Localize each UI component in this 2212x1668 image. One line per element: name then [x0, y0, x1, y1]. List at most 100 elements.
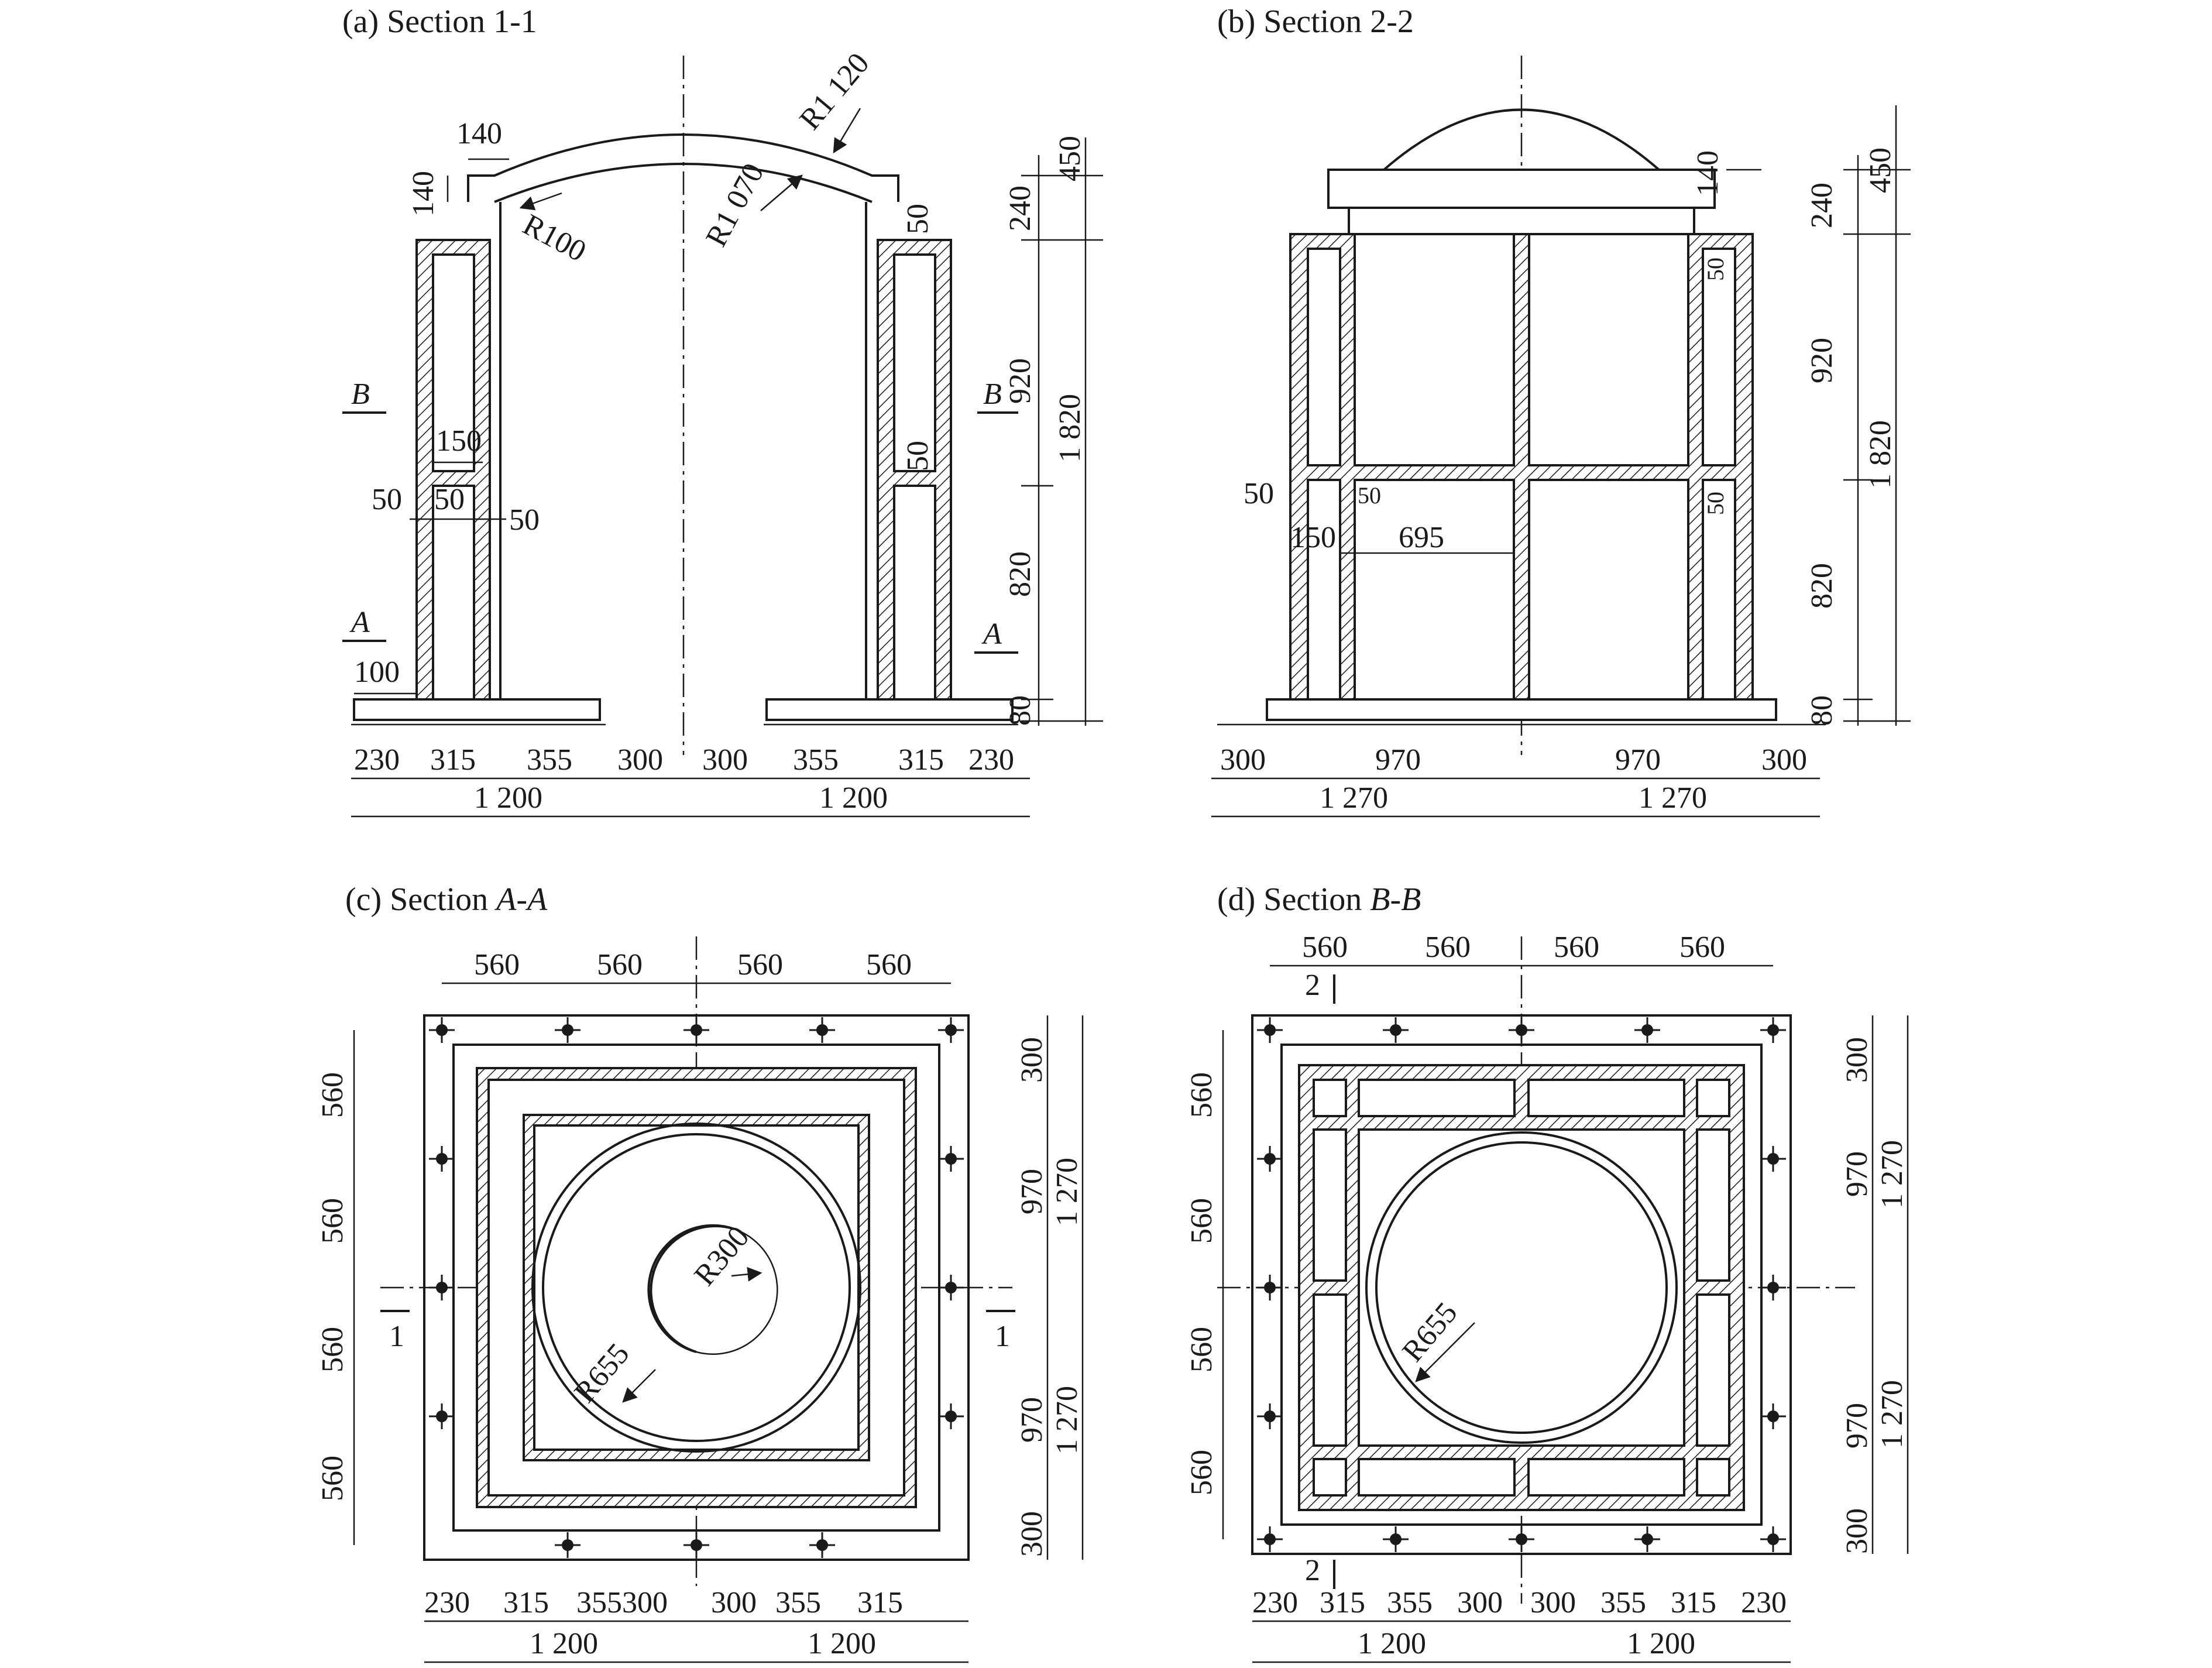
- circle-r655-outer: [531, 1123, 861, 1453]
- d-void: [1313, 1293, 1347, 1447]
- c-right-300-top: 300: [1015, 1037, 1049, 1083]
- anchor-bolt-icon: [937, 1402, 965, 1430]
- b-vdim-450: 450: [1864, 147, 1897, 193]
- anchor-bolt-icon: [937, 1274, 965, 1302]
- r1070-arrow: [760, 174, 803, 211]
- vdim-920: 920: [1004, 358, 1037, 404]
- radius-r1120-label: R1 120: [794, 47, 876, 136]
- vdim-450: 450: [1053, 136, 1087, 181]
- cut-marker-a-right: A: [981, 617, 1002, 651]
- hdim-1200-right: 1 200: [819, 781, 888, 815]
- dim-50-right-upper: 50: [1702, 258, 1729, 281]
- anchor-bolt-icon: [1256, 1402, 1284, 1430]
- dim-150: 150: [436, 424, 482, 458]
- d-left-560-3: 560: [1185, 1327, 1218, 1372]
- vdim-80: 80: [1004, 695, 1037, 726]
- d-bottom-1200-right: 1 200: [1627, 1627, 1695, 1660]
- dim-50-inner: 50: [1358, 482, 1381, 509]
- hdim-315-right: 315: [898, 743, 944, 777]
- b-vdim-920: 920: [1805, 338, 1839, 383]
- c-bottom-230: 230: [424, 1586, 470, 1619]
- d-left-560-4: 560: [1185, 1450, 1218, 1495]
- c-bottom-355: 355: [775, 1586, 821, 1619]
- d-void: [1313, 1458, 1347, 1497]
- arch-outer: [467, 133, 899, 202]
- b-hdim-300-left: 300: [1220, 743, 1266, 777]
- dim-140-side: 140: [407, 171, 440, 217]
- cut-marker-2-bottom: 2: [1305, 1554, 1320, 1587]
- d-right-1270-bottom: 1 270: [1876, 1380, 1909, 1449]
- c-top-560-4: 560: [866, 948, 912, 981]
- d-top-560-1: 560: [1302, 931, 1348, 964]
- d-void: [1313, 1079, 1347, 1117]
- d-void: [1527, 1079, 1685, 1117]
- anchor-bolt-icon: [428, 1402, 456, 1430]
- c-right-970-top: 970: [1015, 1169, 1049, 1214]
- d-void: [1696, 1458, 1730, 1497]
- hdim-300-right: 300: [702, 743, 748, 777]
- vdim-240: 240: [1004, 186, 1037, 231]
- b-hdim-970-right: 970: [1615, 743, 1661, 777]
- c-bottom-355300: 355300: [576, 1586, 668, 1619]
- d-bottom-355-right: 355: [1600, 1586, 1646, 1619]
- panel-upper-left: [1354, 233, 1515, 466]
- d-void: [1696, 1293, 1730, 1447]
- frame-right-void-upper: [1702, 248, 1736, 466]
- dim-50-left: 50: [1244, 477, 1274, 510]
- anchor-bolt-icon: [554, 1016, 582, 1044]
- c-right-1270-bottom: 1 270: [1050, 1386, 1084, 1454]
- cut-marker-1-left: 1: [389, 1320, 404, 1353]
- c-top-560-2: 560: [597, 948, 643, 981]
- dome-cap: [1383, 108, 1660, 171]
- dim-695: 695: [1399, 521, 1444, 554]
- anchor-bolt-icon: [1759, 1525, 1787, 1553]
- cut-marker-a-left: A: [349, 606, 370, 639]
- anchor-bolt-icon: [1256, 1016, 1284, 1044]
- d-bottom-300-right: 300: [1530, 1586, 1576, 1619]
- right-void-lower: [893, 485, 936, 701]
- circle-r655-inner: [542, 1133, 851, 1442]
- d-void: [1313, 1128, 1347, 1282]
- section-a-a-panel: (c) Section A-A R300 R655 1: [316, 881, 1084, 1663]
- anchor-bolt-icon: [1256, 1274, 1284, 1302]
- plate-outer: [423, 1014, 970, 1561]
- left-base-plate: [353, 698, 601, 721]
- b-hdim-1270-right: 1 270: [1639, 781, 1707, 815]
- dim-50-right-top: 50: [901, 204, 935, 234]
- section-d-title: (d) Section B-B: [1217, 881, 1421, 918]
- hdim-300-left: 300: [617, 743, 663, 777]
- anchor-bolt-icon: [1256, 1525, 1284, 1553]
- section-b-b-panel: (d) Section B-B R655: [1185, 881, 1909, 1663]
- anchor-bolt-icon: [808, 1016, 836, 1044]
- anchor-bolt-icon: [1382, 1525, 1410, 1553]
- anchor-bolt-icon: [1382, 1016, 1410, 1044]
- anchor-bolt-icon: [1633, 1525, 1661, 1553]
- section-1-1-panel: (a) Section 1-1 R100 R1 070 R1 120 140 1…: [342, 4, 1103, 818]
- d-bottom-300-left: 300: [1457, 1586, 1503, 1619]
- panel-lower-left: [1354, 479, 1515, 701]
- anchor-bolt-icon: [1507, 1525, 1536, 1553]
- anchor-bolt-icon: [428, 1016, 456, 1044]
- anchor-bolt-icon: [1633, 1016, 1661, 1044]
- dim-50-c: 50: [509, 503, 540, 537]
- hdim-315-left: 315: [430, 743, 476, 777]
- r100-arrow: [519, 192, 562, 211]
- d-right-970-top: 970: [1840, 1151, 1874, 1197]
- d-bottom-230-left: 230: [1252, 1586, 1298, 1619]
- top-cap-plate: [1327, 169, 1716, 209]
- d-bottom-315-right: 315: [1671, 1586, 1716, 1619]
- arch-inner: [494, 163, 873, 203]
- hdim-230-left: 230: [354, 743, 400, 777]
- b-vdim-80: 80: [1805, 695, 1839, 726]
- vdim-1820: 1 820: [1053, 394, 1087, 462]
- d-right-1270-top: 1 270: [1876, 1140, 1909, 1209]
- section-a-title: (a) Section 1-1: [342, 4, 537, 40]
- left-void-upper: [432, 253, 475, 472]
- dim-140-cap: 140: [1691, 150, 1725, 196]
- anchor-bolt-icon: [808, 1531, 836, 1559]
- c-left-560-4: 560: [316, 1456, 349, 1501]
- c-left-560-3: 560: [316, 1327, 349, 1372]
- d-void: [1358, 1458, 1516, 1497]
- d-right-970-bottom: 970: [1840, 1403, 1874, 1449]
- d-plate-outer: [1251, 1014, 1792, 1555]
